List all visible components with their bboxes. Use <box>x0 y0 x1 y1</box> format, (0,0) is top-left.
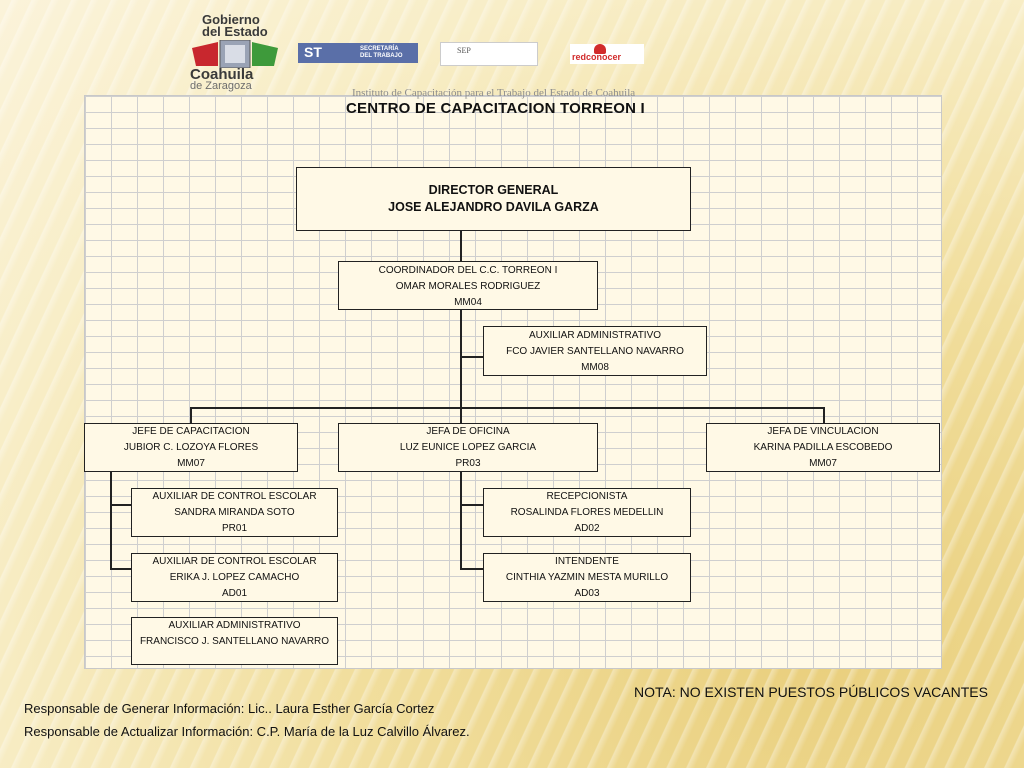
node-role: AUXILIAR ADMINISTRATIVO <box>528 330 662 341</box>
node-name: FRANCISCO J. SANTELLANO NAVARRO <box>139 636 330 647</box>
connector-line <box>460 230 462 262</box>
redconocer-logo-text: redconocer <box>572 52 622 62</box>
redconocer-logo: redconocer <box>570 44 644 64</box>
node-name: KARINA PADILLA ESCOBEDO <box>753 442 893 453</box>
redconocer-mark-icon <box>594 44 606 54</box>
node-intendente: INTENDENTE CINTHIA YAZMIN MESTA MURILLO … <box>483 553 691 602</box>
node-name: SANDRA MIRANDA SOTO <box>174 507 295 518</box>
coahuila-logo-text-3: Coahuila <box>190 66 254 83</box>
connector-line <box>460 356 484 358</box>
coahuila-logo-text-1: Gobierno <box>202 12 260 27</box>
node-code: PR03 <box>455 458 481 469</box>
node-recepcionista: RECEPCIONISTA ROSALINDA FLORES MEDELLIN … <box>483 488 691 537</box>
connector-line <box>823 407 825 424</box>
connector-line <box>460 504 484 506</box>
footer-generated-by: Responsable de Generar Información: Lic.… <box>24 701 435 716</box>
node-code: AD03 <box>574 588 600 599</box>
node-role: JEFA DE VINCULACION <box>767 426 879 437</box>
node-coordinador: COORDINADOR DEL C.C. TORREON I OMAR MORA… <box>338 261 598 310</box>
node-jefe-capacitacion: JEFE DE CAPACITACION JUBIOR C. LOZOYA FL… <box>84 423 298 472</box>
sep-logo-text: SEP <box>457 46 471 55</box>
connector-line <box>460 568 484 570</box>
st-logo-abbrev: ST <box>304 44 322 60</box>
page-title: CENTRO DE CAPACITACION TORREON I <box>346 100 645 117</box>
node-role: DIRECTOR GENERAL <box>428 183 559 197</box>
node-name: ERIKA J. LOPEZ CAMACHO <box>169 572 300 583</box>
node-role: JEFA DE OFICINA <box>426 426 510 437</box>
node-auxiliar-administrativo-2: AUXILIAR ADMINISTRATIVO FRANCISCO J. SAN… <box>131 617 338 665</box>
node-code: MM04 <box>454 297 482 308</box>
node-auxiliar-administrativo-1: AUXILIAR ADMINISTRATIVO FCO JAVIER SANTE… <box>483 326 707 376</box>
connector-line <box>460 407 462 424</box>
node-name: JUBIOR C. LOZOYA FLORES <box>123 442 259 453</box>
connector-line <box>460 309 462 407</box>
node-name: LUZ EUNICE LOPEZ GARCIA <box>399 442 537 453</box>
vacancy-note: NOTA: NO EXISTEN PUESTOS PÚBLICOS VACANT… <box>634 684 988 700</box>
st-logo-line-1: SECRETARÍA <box>360 46 399 52</box>
connector-line <box>110 471 112 569</box>
node-code: AD01 <box>221 588 247 599</box>
node-role: AUXILIAR DE CONTROL ESCOLAR <box>152 556 317 567</box>
node-name: FCO JAVIER SANTELLANO NAVARRO <box>506 346 684 357</box>
coahuila-logo: Gobierno del Estado Coahuila de Zaragoza <box>174 10 298 92</box>
institute-subtitle: Instituto de Capacitación para el Trabaj… <box>352 87 636 99</box>
node-role: JEFE DE CAPACITACION <box>132 426 250 437</box>
connector-line <box>460 471 462 569</box>
coahuila-logo-text-4: de Zaragoza <box>190 80 252 92</box>
node-role: RECEPCIONISTA <box>546 491 628 502</box>
node-code: PR01 <box>221 523 247 534</box>
node-code: AD02 <box>574 523 600 534</box>
node-jefa-oficina: JEFA DE OFICINA LUZ EUNICE LOPEZ GARCIA … <box>338 423 598 472</box>
connector-line <box>190 407 192 424</box>
node-jefa-vinculacion: JEFA DE VINCULACION KARINA PADILLA ESCOB… <box>706 423 940 472</box>
header-logos: Gobierno del Estado Coahuila de Zaragoza… <box>0 0 1024 100</box>
connector-line <box>110 504 132 506</box>
node-name: JOSE ALEJANDRO DAVILA GARZA <box>388 200 599 214</box>
node-name: OMAR MORALES RODRIGUEZ <box>395 281 541 292</box>
coahuila-logo-text-2: del Estado <box>202 24 268 39</box>
footer-updated-by: Responsable de Actualizar Información: C… <box>24 724 470 739</box>
node-name: ROSALINDA FLORES MEDELLIN <box>510 507 664 518</box>
sep-logo: SEP <box>440 42 538 66</box>
node-name: CINTHIA YAZMIN MESTA MURILLO <box>505 572 669 583</box>
node-code: MM08 <box>581 362 609 373</box>
node-role: COORDINADOR DEL C.C. TORREON I <box>378 265 558 276</box>
node-role: AUXILIAR ADMINISTRATIVO <box>168 620 301 631</box>
node-code: MM07 <box>177 458 205 469</box>
st-logo-line-2: DEL TRABAJO <box>360 53 403 59</box>
connector-line <box>110 568 132 570</box>
coahuila-shield-icon <box>192 40 278 68</box>
node-director-general: DIRECTOR GENERAL JOSE ALEJANDRO DAVILA G… <box>296 167 691 231</box>
node-role: AUXILIAR DE CONTROL ESCOLAR <box>152 491 317 502</box>
node-auxiliar-control-escolar-1: AUXILIAR DE CONTROL ESCOLAR SANDRA MIRAN… <box>131 488 338 537</box>
node-role: INTENDENTE <box>555 556 619 567</box>
node-code: MM07 <box>809 458 837 469</box>
node-auxiliar-control-escolar-2: AUXILIAR DE CONTROL ESCOLAR ERIKA J. LOP… <box>131 553 338 602</box>
connector-line <box>190 407 824 409</box>
